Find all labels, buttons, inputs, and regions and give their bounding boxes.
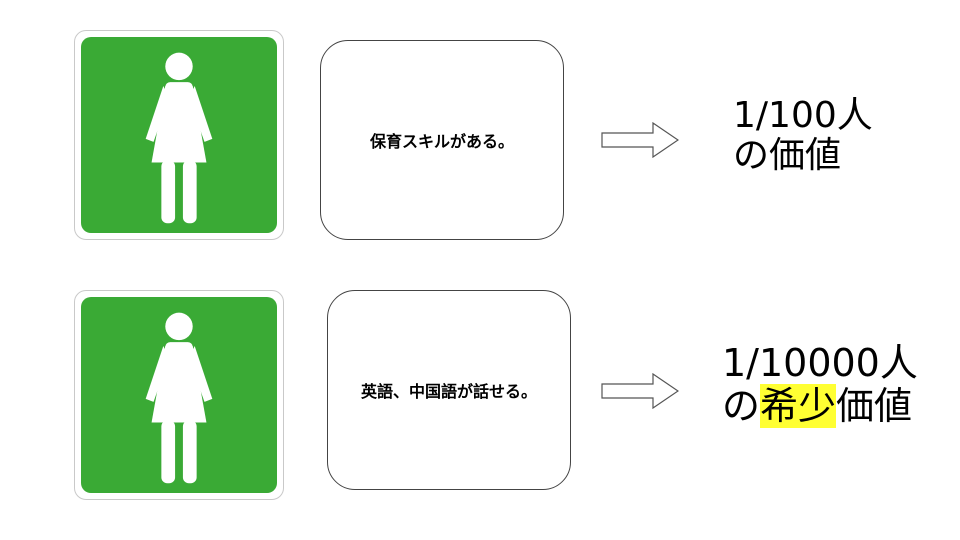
woman-sign-frame-2 — [74, 290, 284, 500]
value-line2-2: の希少価値 — [722, 383, 918, 428]
woman-restroom-sign-icon — [81, 37, 277, 233]
value-line2-post-1: の価値 — [733, 135, 842, 177]
value-line2-post-2: 価値 — [836, 383, 913, 428]
arrow-right-icon-1 — [601, 122, 679, 158]
value-line1-1: 1/100人 — [733, 95, 873, 136]
arrow-right-icon-2 — [601, 373, 679, 409]
woman-figure-icon — [81, 37, 277, 233]
skill-box-1: 保育スキルがある。 — [320, 40, 564, 240]
value-text-2: 1/10000人 の希少価値 — [722, 341, 918, 428]
value-line1-2: 1/10000人 — [722, 341, 918, 385]
skill-text-2: 英語、中国語が話せる。 — [360, 382, 537, 401]
value-text-1: 1/100人 の価値 — [733, 95, 873, 177]
skill-text-1: 保育スキルがある。 — [369, 132, 514, 151]
rarity-highlight: 希少 — [760, 383, 837, 428]
woman-restroom-sign-icon — [81, 297, 277, 493]
skill-box-2: 英語、中国語が話せる。 — [327, 290, 571, 490]
woman-figure-icon — [81, 297, 277, 493]
value-line2-pre-2: の — [722, 383, 761, 428]
woman-sign-frame-1 — [74, 30, 284, 240]
value-line2-1: の価値 — [733, 136, 873, 176]
